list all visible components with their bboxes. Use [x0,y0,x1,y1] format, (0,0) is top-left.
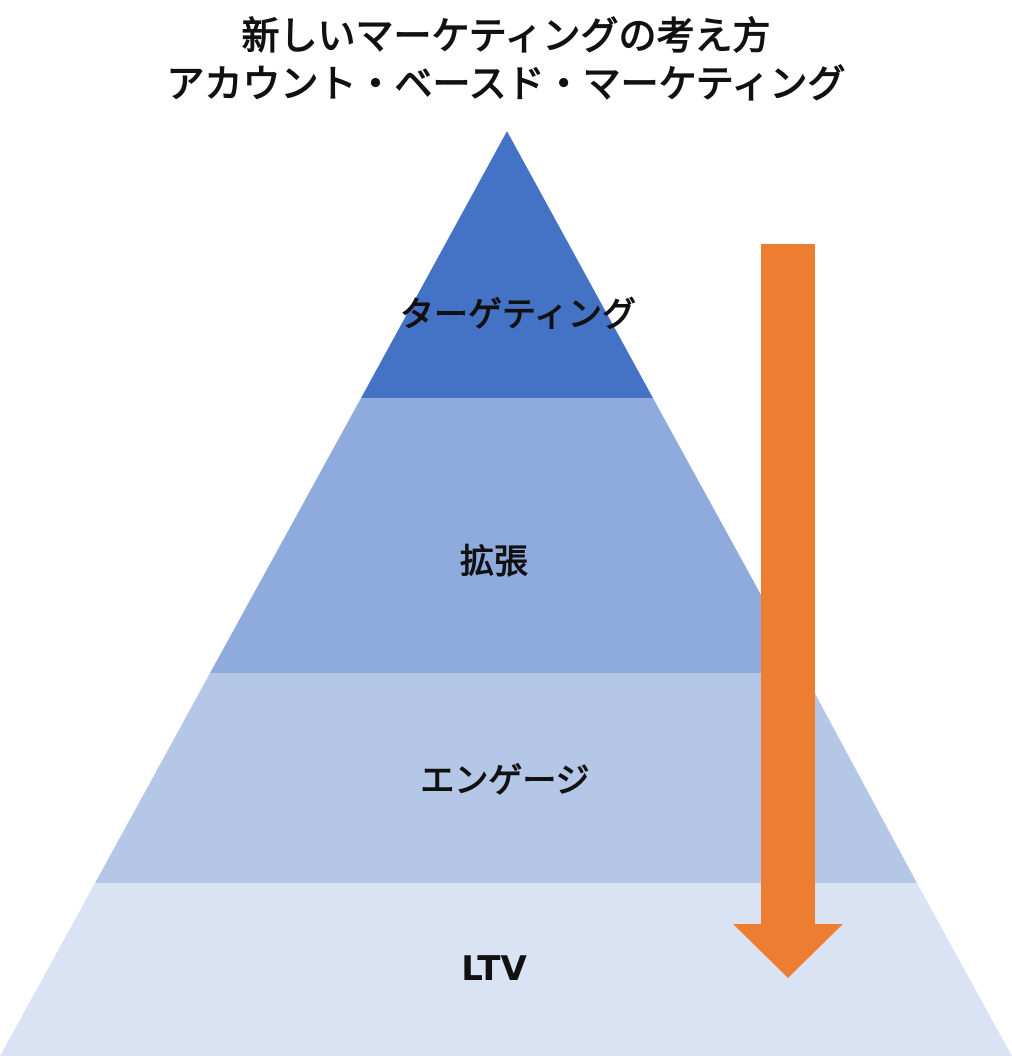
tier-expand-shape [210,398,804,673]
tier-engage-shape [95,673,917,883]
tier-engage-label: エンゲージ [420,761,589,801]
tier-targeting-label: ターゲティング [400,295,636,335]
diagram-title-line-1: 新しいマーケティングの考え方 [241,14,771,58]
down-arrow-shape [733,244,843,978]
diagram-title-line-2: アカウント・ベースド・マーケティング [166,62,846,106]
tier-expand-label: 拡張 [460,542,528,582]
tier-targeting-shape [361,131,653,398]
tier-ltv-label: LTV [461,949,527,989]
